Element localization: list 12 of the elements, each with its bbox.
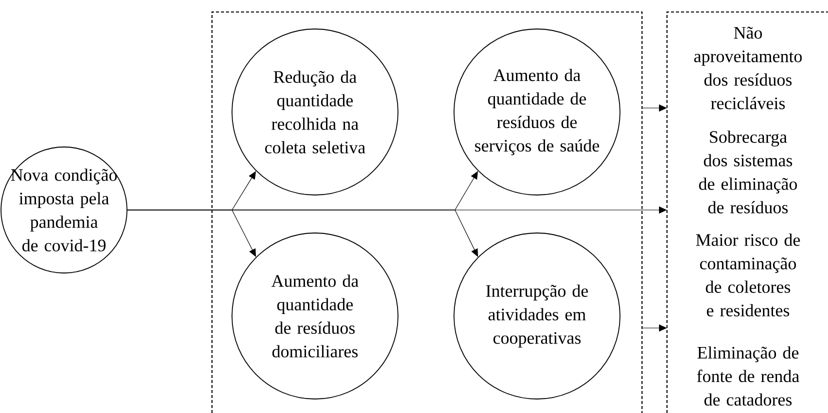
outcome-text: Maior risco de contaminação de coletores e residentes <box>696 234 800 316</box>
dashed-box <box>211 11 643 413</box>
arrow <box>127 210 478 257</box>
outcome-text: Sobrecarga dos sistemas de eliminação de resíduos <box>699 130 797 214</box>
circle-node: Aumento da quantidade de resíduos domiciliares <box>232 232 398 400</box>
outcome-text: Eliminação de fonte de renda de catadores <box>697 346 800 406</box>
circle-node: Redução da quantidade recolhida na coleta seletiva <box>232 28 398 196</box>
circle-node: Interrupção de atividades em cooperativas <box>454 232 620 400</box>
outcome-text: Não aproveitamento dos resíduos recicláveis <box>694 26 802 110</box>
circle-node: Nova condição imposta pela pandemia de covid-19 <box>0 146 128 274</box>
circle-node: Aumento da quantidade de resíduos de serviços de saúde <box>454 28 620 196</box>
dashed-box <box>666 11 828 413</box>
